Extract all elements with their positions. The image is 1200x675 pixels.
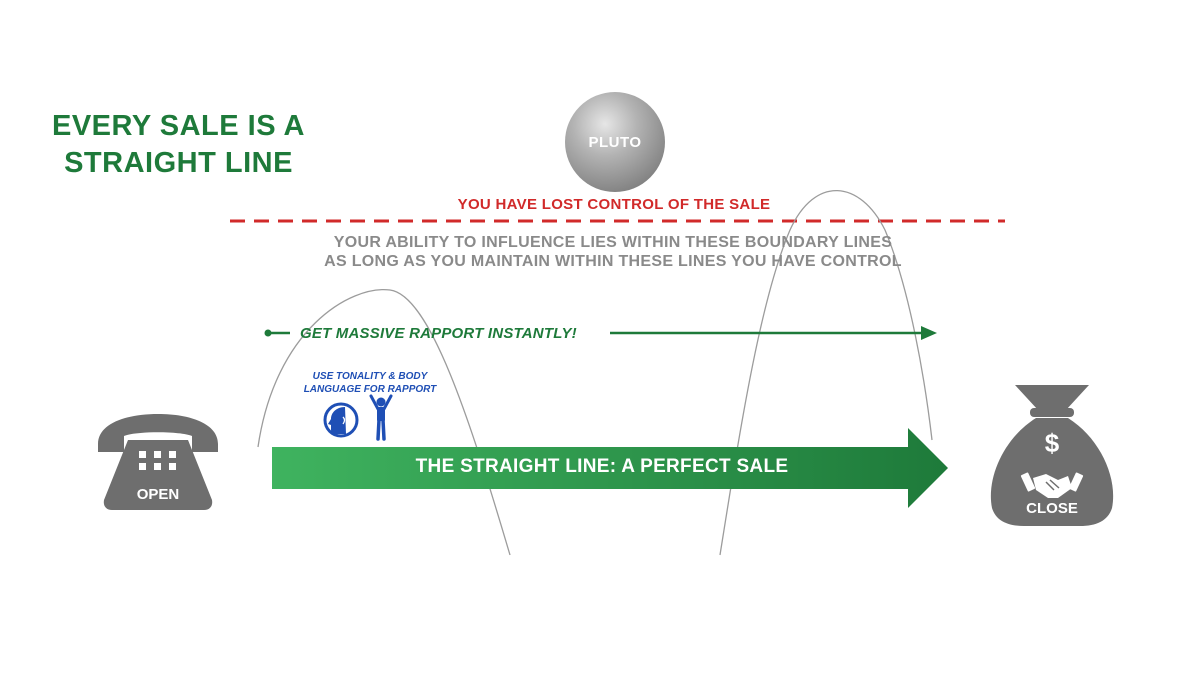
page-title: EVERY SALE IS A STRAIGHT LINE	[52, 108, 305, 182]
straight-line-arrow	[272, 428, 948, 508]
person-arms-up-icon	[369, 394, 393, 441]
title-line-1: EVERY SALE IS A	[52, 110, 305, 142]
boundary-text-line-1: YOUR ABILITY TO INFLUENCE LIES WITHIN TH…	[333, 234, 893, 251]
handshake-icon	[1020, 472, 1084, 498]
straight-line-label: THE STRAIGHT LINE: A PERFECT SALE	[415, 456, 789, 477]
pluto-sphere: PLUTO	[565, 92, 665, 192]
tonality-label: USE TONALITY & BODY LANGUAGE FOR RAPPORT	[282, 370, 458, 396]
tonality-label-line-1: USE TONALITY & BODY	[312, 371, 428, 382]
telephone-icon	[98, 414, 218, 510]
lost-control-label: YOU HAVE LOST CONTROL OF THE SALE	[457, 196, 771, 213]
dollar-sign: $	[1044, 428, 1060, 458]
right-arc	[719, 190, 933, 556]
money-bag-icon	[990, 385, 1114, 526]
title-line-2: STRAIGHT LINE	[64, 147, 293, 179]
tonality-label-line-2: LANGUAGE FOR RAPPORT	[303, 384, 437, 395]
rapport-arrow-head	[921, 326, 937, 340]
left-arc	[257, 289, 511, 556]
close-label: CLOSE	[1026, 500, 1078, 517]
rapport-label: GET MASSIVE RAPPORT INSTANTLY!	[300, 325, 577, 342]
open-label: OPEN	[136, 486, 180, 503]
speaking-head-icon	[323, 402, 359, 438]
pluto-label: PLUTO	[588, 133, 642, 151]
boundary-text-line-2: AS LONG AS YOU MAINTAIN WITHIN THESE LIN…	[324, 253, 902, 270]
